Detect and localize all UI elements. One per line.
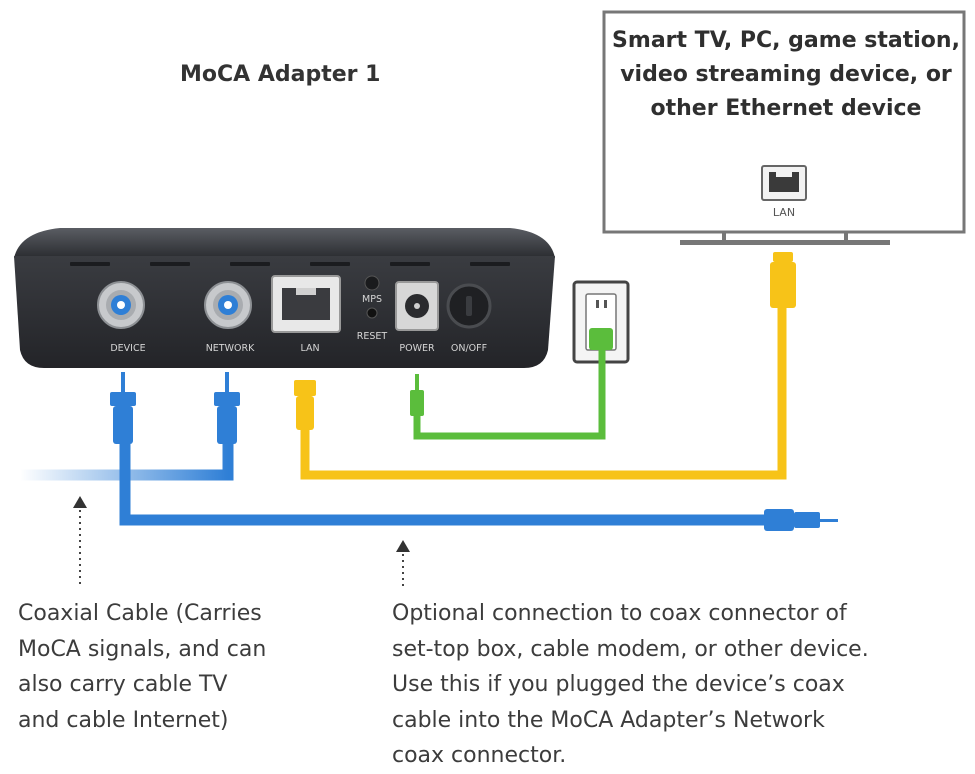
cables: [20, 252, 838, 531]
network-coax-plug: [214, 372, 240, 444]
tv-stand-leg-left: [722, 232, 726, 242]
caption-line: MoCA signals, and can: [18, 636, 267, 662]
moca-adapter: DEVICE NETWORK LAN MPS RESET POWER ON/OF…: [14, 228, 555, 368]
adapter-top: [14, 228, 555, 258]
reset-button[interactable]: [366, 307, 378, 319]
ethernet-device-label: Smart TV, PC, game station, video stream…: [606, 24, 966, 126]
power-plug: [410, 374, 424, 416]
coaxial-cable-caption: Coaxial Cable (Carries MoCA signals, and…: [18, 596, 266, 738]
ethernet-cable: [300, 300, 787, 480]
coaxial-cable-incoming: [20, 440, 234, 481]
adapter-lan-port[interactable]: [271, 275, 341, 333]
on-off-switch[interactable]: [446, 283, 492, 329]
tv-stand-leg-right: [844, 232, 848, 242]
ethernet-device: LAN: [602, 10, 966, 245]
tv-label-line: other Ethernet device: [650, 96, 922, 121]
tv-lan-port-icon: [761, 165, 807, 201]
arrow-up-icon: [73, 496, 87, 588]
lan-port-label: LAN: [300, 343, 319, 354]
adapter-vents: [70, 262, 510, 266]
device-coax-plug: [110, 372, 136, 444]
caption-line: cable into the MoCA Adapter’s Network: [392, 707, 825, 733]
caption-line: Use this if you plugged the device’s coa…: [392, 672, 845, 697]
caption-line: coax connector.: [392, 743, 567, 768]
optional-connection-caption: Optional connection to coax connector of…: [392, 596, 869, 774]
caption-line: and cable Internet): [18, 707, 229, 733]
optional-coax-end-plug: [764, 509, 838, 531]
tv-label-line: Smart TV, PC, game station,: [612, 28, 960, 53]
caption-line: Coaxial Cable (Carries: [18, 601, 262, 626]
power-cable: [413, 350, 606, 440]
ethernet-plug-tv: [770, 252, 796, 308]
arrow-up-icon: [396, 540, 410, 588]
optional-coax-cable: [119, 440, 770, 526]
adapter-title: MoCA Adapter 1: [180, 62, 381, 87]
power-jack[interactable]: [395, 281, 439, 331]
caption-line: also carry cable TV: [18, 672, 228, 697]
power-outlet-icon: [572, 280, 630, 364]
tv-label-line: video streaming device, or: [620, 62, 952, 87]
caption-line: Optional connection to coax connector of: [392, 601, 847, 626]
reset-label: RESET: [357, 331, 388, 342]
power-port-label: POWER: [399, 343, 435, 354]
mps-button[interactable]: [364, 275, 380, 291]
network-port-label: NETWORK: [206, 343, 255, 354]
mps-label: MPS: [362, 294, 382, 305]
tv-lan-label: LAN: [773, 206, 795, 219]
device-port-label: DEVICE: [110, 343, 145, 354]
tv-stand: [680, 240, 890, 245]
network-coax-port[interactable]: [204, 281, 252, 329]
device-coax-port[interactable]: [97, 281, 145, 329]
ethernet-plug-adapter: [294, 380, 316, 430]
onoff-label: ON/OFF: [451, 343, 487, 354]
caption-line: set-top box, cable modem, or other devic…: [392, 636, 869, 662]
